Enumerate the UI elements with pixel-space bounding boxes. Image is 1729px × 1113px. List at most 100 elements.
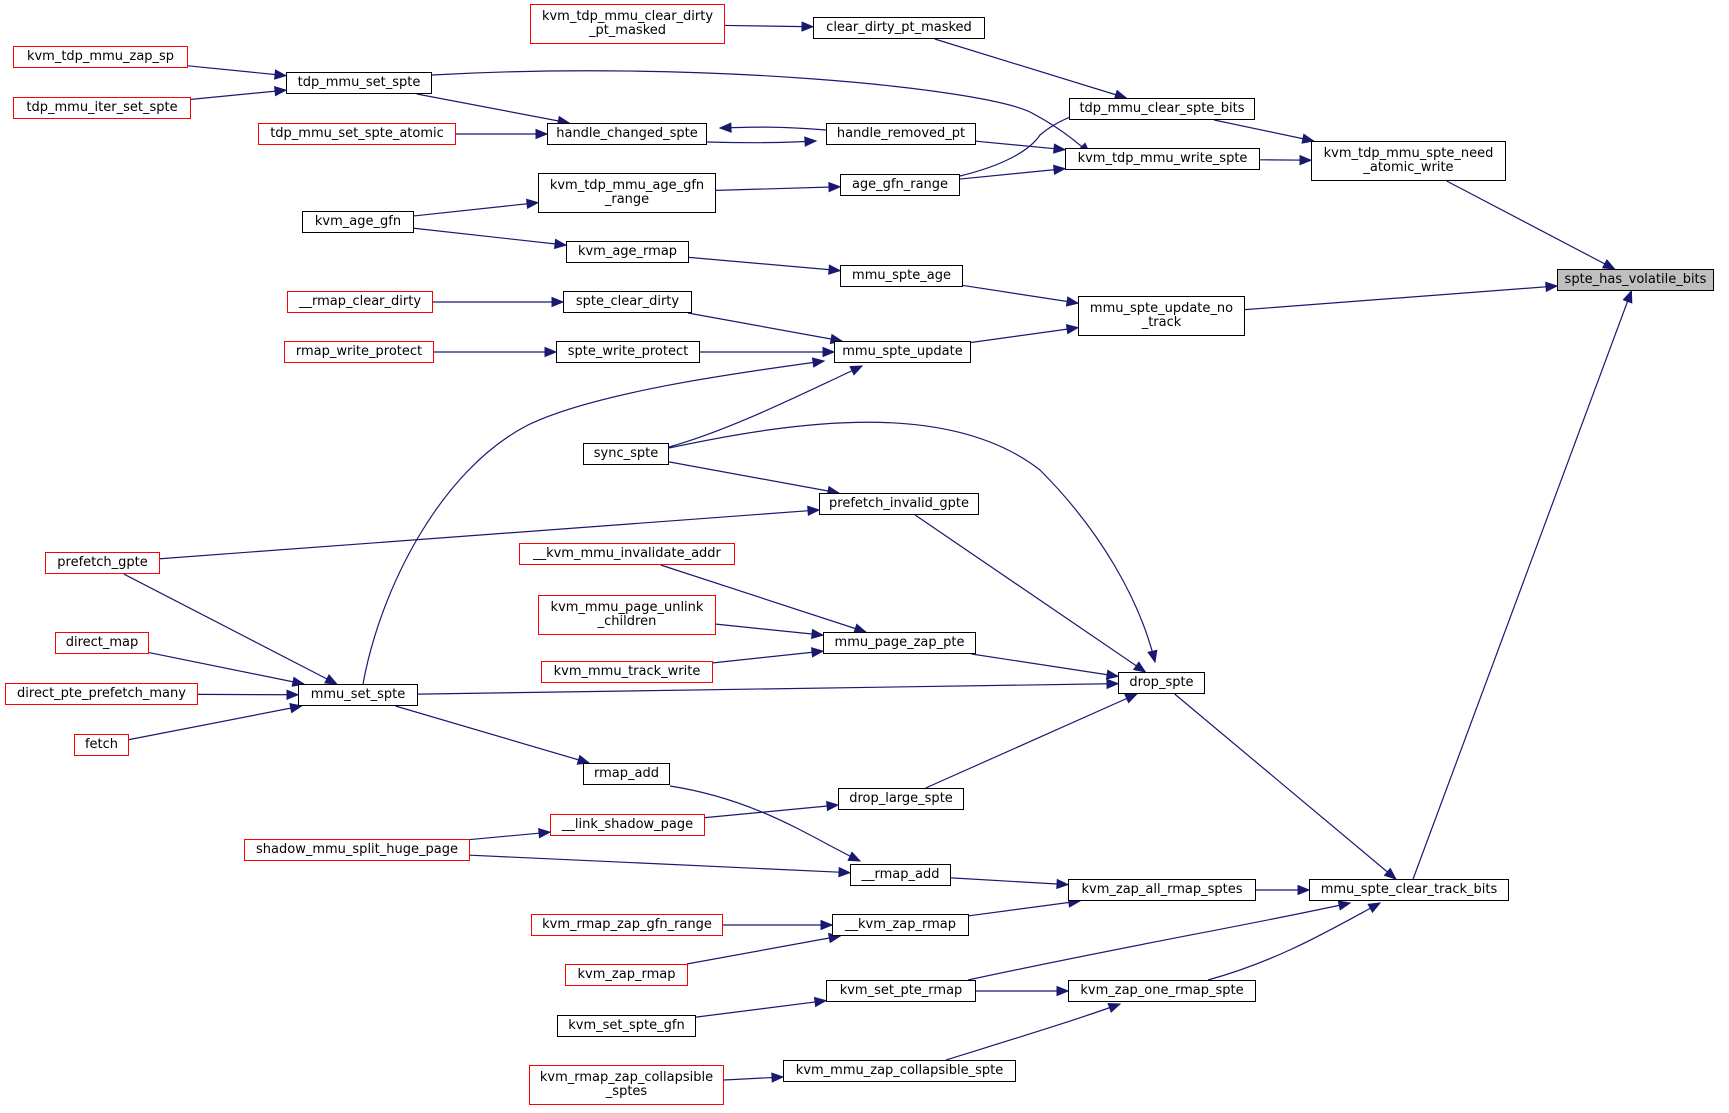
node-kvm-set-pte-rmap[interactable]: kvm_set_pte_rmap <box>826 980 976 1002</box>
edge---link-shadow-page-to-drop-large-spte <box>704 804 839 819</box>
edge-kvm-zap-rmap-to---kvm-zap-rmap <box>686 935 841 965</box>
node-mmu-spte-update-no-track[interactable]: mmu_spte_update_no _track <box>1078 296 1245 336</box>
edge-mmu-set-spte-to-mmu-spte-update-arrowhead <box>811 357 826 368</box>
node-spte-has-volatile-bits: spte_has_volatile_bits <box>1557 269 1714 291</box>
edge-kvm-tdp-mmu-zap-sp-to-tdp-mmu-set-spte <box>187 65 287 77</box>
edge-prefetch-gpte-to-mmu-set-spte <box>123 573 337 685</box>
edge-sync-spte-to-mmu-spte-update-arrowhead <box>849 365 864 376</box>
node---kvm-zap-rmap[interactable]: __kvm_zap_rmap <box>832 914 969 936</box>
node-mmu-spte-clear-track-bits[interactable]: mmu_spte_clear_track_bits <box>1309 879 1509 901</box>
node-kvm-tdp-mmu-write-spte[interactable]: kvm_tdp_mmu_write_spte <box>1065 148 1260 170</box>
node-kvm-mmu-track-write[interactable]: kvm_mmu_track_write <box>541 661 713 683</box>
node-kvm-zap-rmap[interactable]: kvm_zap_rmap <box>565 964 688 986</box>
node-kvm-tdp-mmu-zap-sp[interactable]: kvm_tdp_mmu_zap_sp <box>13 46 188 68</box>
edge-handle-changed-spte-to-handle-removed-pt-arrowhead <box>804 136 818 147</box>
node-age-gfn-range[interactable]: age_gfn_range <box>840 174 960 196</box>
edge-sync-spte-to-prefetch-invalid-gpte <box>668 461 840 494</box>
edge-handle-changed-spte-to-handle-removed-pt <box>706 140 817 144</box>
edge-prefetch-invalid-gpte-to-drop-spte-arrowhead <box>1132 661 1147 673</box>
node-tdp-mmu-iter-set-spte[interactable]: tdp_mmu_iter_set_spte <box>13 97 191 119</box>
edge-mmu-spte-age-to-mmu-spte-update-no-track-arrowhead <box>1065 296 1080 307</box>
node-rmap-write-protect[interactable]: rmap_write_protect <box>284 341 434 363</box>
edge-sync-spte-to-drop-spte-arrowhead <box>1147 649 1158 664</box>
node-prefetch-gpte[interactable]: prefetch_gpte <box>45 552 160 574</box>
edge-kvm-rmap-zap-gfn-range-to---kvm-zap-rmap-arrowhead <box>820 919 834 931</box>
node-direct-pte-prefetch-many[interactable]: direct_pte_prefetch_many <box>5 683 198 705</box>
node-kvm-tdp-mmu-spte-need-atomic-write[interactable]: kvm_tdp_mmu_spte_need _atomic_write <box>1311 141 1506 181</box>
node-rmap-add[interactable]: rmap_add <box>583 763 670 785</box>
edge-tdp-mmu-iter-set-spte-to-tdp-mmu-set-spte-arrowhead <box>274 85 288 97</box>
node---link-shadow-page[interactable]: __link_shadow_page <box>550 814 705 836</box>
edge-tdp-mmu-iter-set-spte-to-tdp-mmu-set-spte <box>190 89 287 100</box>
edge-kvm-set-spte-gfn-to-kvm-set-pte-rmap-arrowhead <box>813 996 828 1008</box>
edge-mmu-page-zap-pte-to-drop-spte-arrowhead <box>1105 669 1120 680</box>
edge-tdp-mmu-set-spte-atomic-to-handle-changed-spte-arrowhead <box>535 128 549 140</box>
edge-kvm-set-spte-gfn-to-kvm-set-pte-rmap <box>695 999 827 1018</box>
edge-kvm-mmu-track-write-to-mmu-page-zap-pte-arrowhead <box>811 647 825 658</box>
node-prefetch-invalid-gpte[interactable]: prefetch_invalid_gpte <box>819 493 979 515</box>
node-direct-map[interactable]: direct_map <box>55 632 149 654</box>
edge---link-shadow-page-to-drop-large-spte-arrowhead <box>826 800 840 812</box>
edge-kvm-age-gfn-to-kvm-age-rmap-arrowhead <box>553 238 568 250</box>
edge-age-gfn-range-to-kvm-tdp-mmu-write-spte <box>959 168 1066 180</box>
node-kvm-age-gfn[interactable]: kvm_age_gfn <box>302 211 414 233</box>
node-sync-spte[interactable]: sync_spte <box>583 443 669 465</box>
edge-kvm-age-rmap-to-mmu-spte-age-arrowhead <box>828 264 842 275</box>
edge-mmu-spte-clear-track-bits-to-spte-has-volatile-bits <box>1412 290 1632 880</box>
node-kvm-rmap-zap-collapsible-sptes[interactable]: kvm_rmap_zap_collapsible _sptes <box>529 1065 724 1105</box>
edge-kvm-age-gfn-to-kvm-tdp-mmu-age-gfn-range <box>413 201 539 217</box>
edge-shadow-mmu-split-huge-page-to---rmap-add-arrowhead <box>838 866 852 878</box>
edge-kvm-rmap-zap-collapsible-sptes-to-kvm-mmu-zap-collapsible-spte-arrowhead <box>771 1072 785 1083</box>
node-kvm-rmap-zap-gfn-range[interactable]: kvm_rmap_zap_gfn_range <box>531 914 723 936</box>
node-fetch[interactable]: fetch <box>74 734 129 756</box>
edge-mmu-set-spte-to-drop-spte-arrowhead <box>1106 678 1120 690</box>
node-clear-dirty-pt-masked[interactable]: clear_dirty_pt_masked <box>813 17 985 39</box>
node---rmap-add[interactable]: __rmap_add <box>850 864 951 886</box>
node-tdp-mmu-set-spte[interactable]: tdp_mmu_set_spte <box>286 72 432 94</box>
node-handle-changed-spte[interactable]: handle_changed_spte <box>547 123 707 145</box>
node-spte-write-protect[interactable]: spte_write_protect <box>556 341 700 363</box>
edge-handle-removed-pt-to-handle-changed-spte <box>719 126 827 131</box>
edge-kvm-mmu-page-unlink-children-to-mmu-page-zap-pte-arrowhead <box>811 628 825 640</box>
node-kvm-mmu-page-unlink-children[interactable]: kvm_mmu_page_unlink _children <box>538 595 716 635</box>
node-shadow-mmu-split-huge-page[interactable]: shadow_mmu_split_huge_page <box>244 839 470 861</box>
edge-shadow-mmu-split-huge-page-to---link-shadow-page <box>469 831 551 841</box>
edge-direct-pte-prefetch-many-to-mmu-set-spte-arrowhead <box>286 689 300 700</box>
node-tdp-mmu-set-spte-atomic[interactable]: tdp_mmu_set_spte_atomic <box>258 123 456 145</box>
edge-kvm-tdp-mmu-age-gfn-range-to-age-gfn-range <box>715 186 841 191</box>
edge-kvm-set-pte-rmap-to-kvm-zap-one-rmap-spte-arrowhead <box>1056 985 1070 997</box>
edge-sync-spte-to-drop-spte <box>668 421 1156 663</box>
node-handle-removed-pt[interactable]: handle_removed_pt <box>826 123 976 145</box>
edge---kvm-zap-rmap-to-kvm-zap-all-rmap-sptes <box>968 900 1080 917</box>
node-drop-large-spte[interactable]: drop_large_spte <box>838 788 964 810</box>
node-mmu-page-zap-pte[interactable]: mmu_page_zap_pte <box>823 632 976 654</box>
edge-kvm-tdp-mmu-spte-need-atomic-write-to-spte-has-volatile-bits <box>1446 180 1615 270</box>
node-tdp-mmu-clear-spte-bits[interactable]: tdp_mmu_clear_spte_bits <box>1069 98 1255 120</box>
edge-prefetch-gpte-to-mmu-set-spte-arrowhead <box>324 674 338 685</box>
node-kvm-mmu-zap-collapsible-spte[interactable]: kvm_mmu_zap_collapsible_spte <box>783 1060 1016 1082</box>
edge-kvm-mmu-zap-collapsible-spte-to-kvm-zap-one-rmap-spte-arrowhead <box>1107 1002 1122 1013</box>
edge-mmu-spte-clear-track-bits-to-spte-has-volatile-bits-arrowhead <box>1622 289 1633 304</box>
edge-kvm-set-pte-rmap-to-mmu-spte-clear-track-bits-arrowhead <box>1337 900 1352 911</box>
node-drop-spte[interactable]: drop_spte <box>1118 672 1205 694</box>
edge-rmap-add-to---rmap-add <box>669 785 861 862</box>
edge-prefetch-gpte-to-prefetch-invalid-gpte <box>159 509 820 560</box>
node-mmu-set-spte[interactable]: mmu_set_spte <box>298 684 418 706</box>
edge-kvm-set-pte-rmap-to-mmu-spte-clear-track-bits <box>967 902 1351 981</box>
node---rmap-clear-dirty[interactable]: __rmap_clear_dirty <box>287 291 433 313</box>
node-kvm-zap-all-rmap-sptes[interactable]: kvm_zap_all_rmap_sptes <box>1068 879 1256 901</box>
edge-kvm-mmu-page-unlink-children-to-mmu-page-zap-pte <box>715 623 824 636</box>
node-kvm-set-spte-gfn[interactable]: kvm_set_spte_gfn <box>557 1015 696 1037</box>
node-kvm-tdp-mmu-clear-dirty-pt-masked[interactable]: kvm_tdp_mmu_clear_dirty _pt_masked <box>530 4 725 44</box>
node-kvm-age-rmap[interactable]: kvm_age_rmap <box>566 241 689 263</box>
node-spte-clear-dirty[interactable]: spte_clear_dirty <box>563 291 692 313</box>
edge-mmu-set-spte-to-rmap-add <box>395 705 590 764</box>
edge-tdp-mmu-clear-spte-bits-to-kvm-tdp-mmu-spte-need-atomic-write <box>1214 119 1314 142</box>
edge-drop-spte-to-mmu-spte-clear-track-bits-arrowhead <box>1383 867 1397 880</box>
edge-spte-write-protect-to-mmu-spte-update-arrowhead <box>822 346 836 358</box>
node-mmu-spte-age[interactable]: mmu_spte_age <box>840 265 963 287</box>
node-mmu-spte-update[interactable]: mmu_spte_update <box>834 341 971 363</box>
node-kvm-zap-one-rmap-spte[interactable]: kvm_zap_one_rmap_spte <box>1068 980 1256 1002</box>
node---kvm-mmu-invalidate-addr[interactable]: __kvm_mmu_invalidate_addr <box>519 543 735 565</box>
node-kvm-tdp-mmu-age-gfn-range[interactable]: kvm_tdp_mmu_age_gfn _range <box>538 173 716 213</box>
